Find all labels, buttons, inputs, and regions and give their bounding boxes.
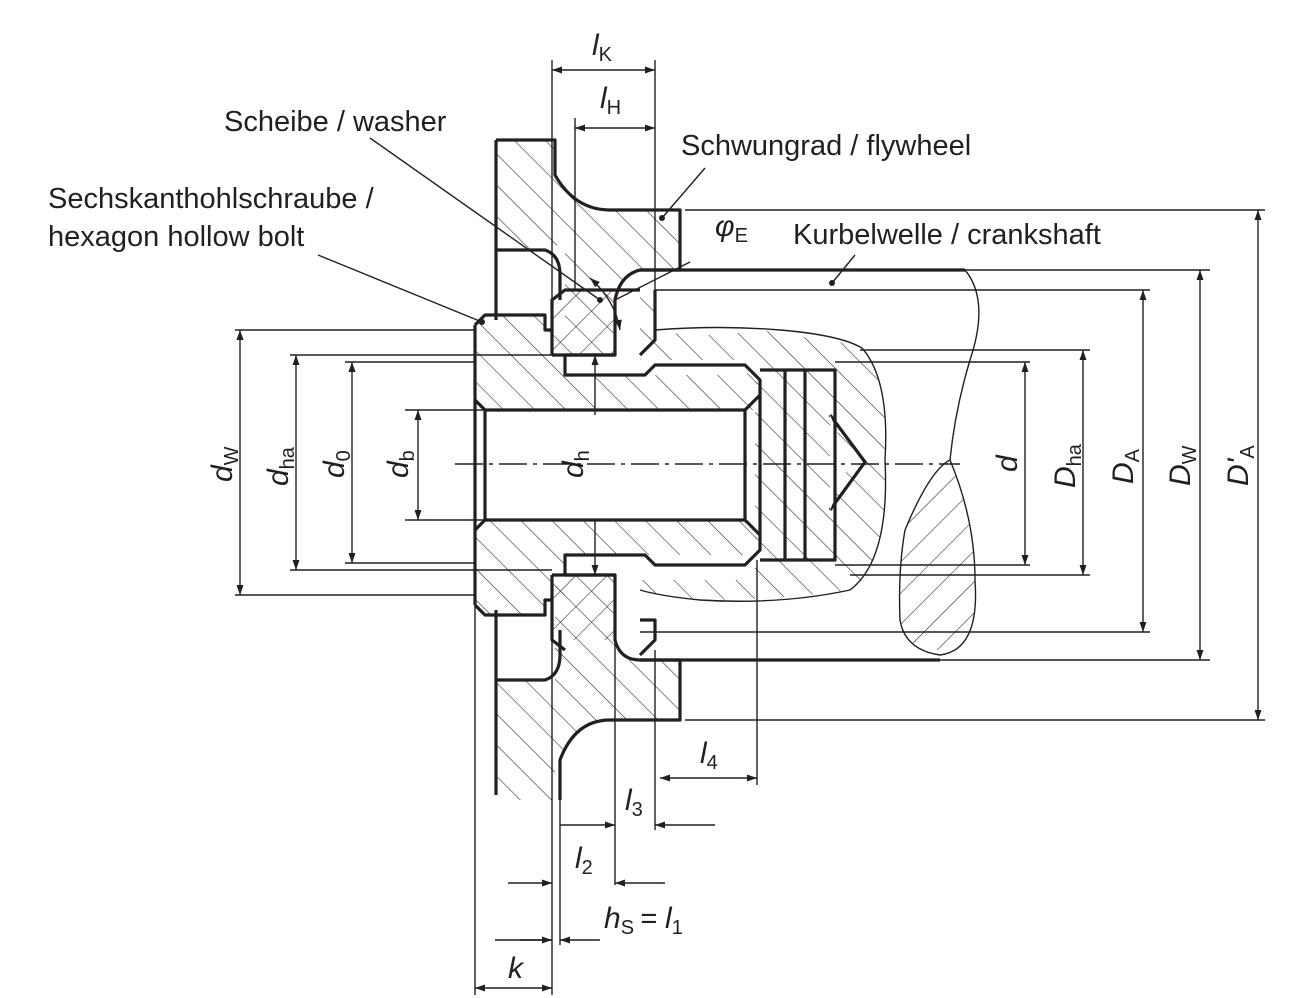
dim-db: db: [382, 450, 419, 478]
dim-dW: dW: [206, 446, 243, 482]
crankshaft-label: Kurbelwelle / crankshaft: [793, 219, 1101, 251]
washer-label: Scheibe / washer: [224, 106, 447, 138]
dim-l4: l4: [700, 737, 718, 774]
dim-Dha: Dha: [1049, 443, 1086, 488]
dim-hS-l1: hS= l1: [604, 902, 683, 939]
dim-DA-prime: D'A: [1222, 445, 1259, 486]
dim-lK: lK: [592, 29, 613, 66]
bolt-label-line2: hexagon hollow bolt: [48, 221, 304, 253]
dim-d: d: [991, 454, 1024, 472]
flywheel-label: Schwungrad / flywheel: [681, 130, 971, 162]
leader-lines: [317, 137, 856, 325]
dim-lH: lH: [600, 82, 621, 119]
dimension-lines: [236, 66, 1262, 992]
dim-dha: dha: [262, 446, 299, 486]
dim-l2: l2: [575, 842, 593, 879]
dim-d0: d0: [318, 450, 355, 478]
dim-DA: DA: [1107, 448, 1144, 484]
bolt-label-line1: Sechskanthohlschraube /: [48, 183, 375, 215]
extension-lines: [235, 60, 1265, 995]
dim-k: k: [508, 952, 525, 985]
angle-phiE: φE: [715, 210, 748, 247]
dim-l3: l3: [625, 784, 643, 821]
hollow-bolt-section: [473, 313, 837, 617]
dim-DW: DW: [1164, 445, 1201, 486]
dim-dh: dh: [557, 450, 594, 478]
crankshaft-section: [638, 268, 980, 662]
